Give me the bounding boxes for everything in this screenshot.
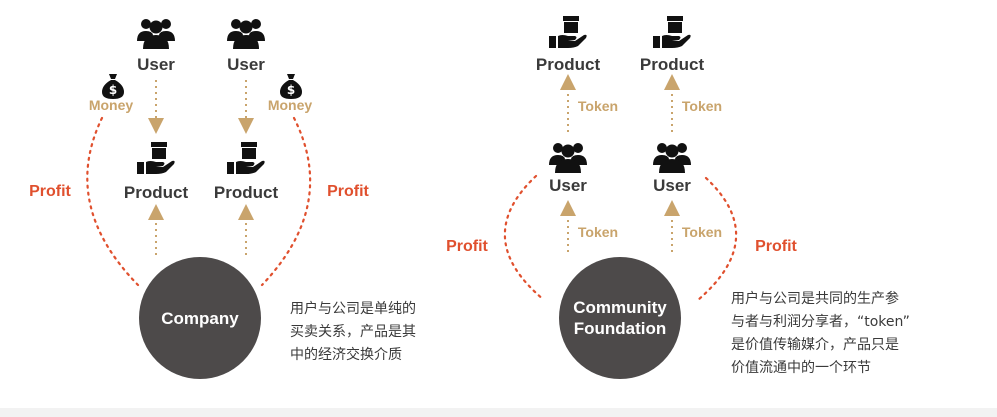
svg-text:$: $ [109, 83, 117, 97]
users-icon [549, 143, 587, 173]
product-hand-icon [137, 142, 175, 174]
user-label: User [227, 55, 265, 74]
description-line: 买卖关系，产品是其 [290, 324, 416, 340]
profit-label: Profit [327, 183, 369, 200]
token-label: Token [577, 98, 619, 114]
product-hand-icon [549, 16, 587, 48]
description-line: 用户与公司是共同的生产参 [731, 291, 899, 307]
token-label: Token [681, 224, 723, 240]
money-bag-icon: $ [102, 74, 124, 99]
company-node: Company [139, 257, 261, 379]
token-label: Token [681, 98, 723, 114]
profit-arc-right [260, 116, 312, 287]
user-label: User [137, 55, 175, 74]
right-description: 用户与公司是共同的生产参 与者与利润分享者，“token” 是价值传输媒介，产品… [731, 288, 910, 380]
description-line: 是价值传输媒介，产品只是 [731, 337, 899, 353]
money-label: Money [267, 97, 313, 113]
users-icon [653, 143, 691, 173]
users-icon [227, 19, 265, 49]
foundation-label-line1: Community [573, 298, 667, 317]
profit-arc-right-left [503, 174, 546, 302]
profit-label: Profit [446, 238, 488, 255]
description-line: 价值流通中的一个环节 [731, 360, 871, 376]
product-label: Product [639, 55, 705, 74]
product-label: Product [535, 55, 601, 74]
community-foundation-node: Community Foundation [559, 257, 681, 379]
profit-label: Profit [29, 183, 71, 200]
profit-arc-right-right [696, 176, 738, 302]
bottom-bar [0, 408, 997, 417]
company-label: Company [161, 308, 239, 328]
foundation-label-line2: Foundation [573, 319, 667, 338]
token-label: Token [577, 224, 619, 240]
user-label: User [653, 176, 691, 195]
product-label: Product [123, 183, 189, 202]
left-description: 用户与公司是单纯的 买卖关系，产品是其 中的经济交换介质 [290, 298, 416, 367]
profit-arc-left [86, 116, 140, 287]
profit-label: Profit [755, 238, 797, 255]
user-label: User [549, 176, 587, 195]
product-hand-icon [653, 16, 691, 48]
description-line: 中的经济交换介质 [290, 347, 402, 363]
money-bag-icon: $ [280, 74, 302, 99]
users-icon [137, 19, 175, 49]
description-line: 用户与公司是单纯的 [290, 301, 416, 317]
svg-text:$: $ [287, 83, 295, 97]
money-label: Money [88, 97, 134, 113]
description-line: 与者与利润分享者，“token” [731, 314, 910, 330]
product-label: Product [213, 183, 279, 202]
product-hand-icon [227, 142, 265, 174]
